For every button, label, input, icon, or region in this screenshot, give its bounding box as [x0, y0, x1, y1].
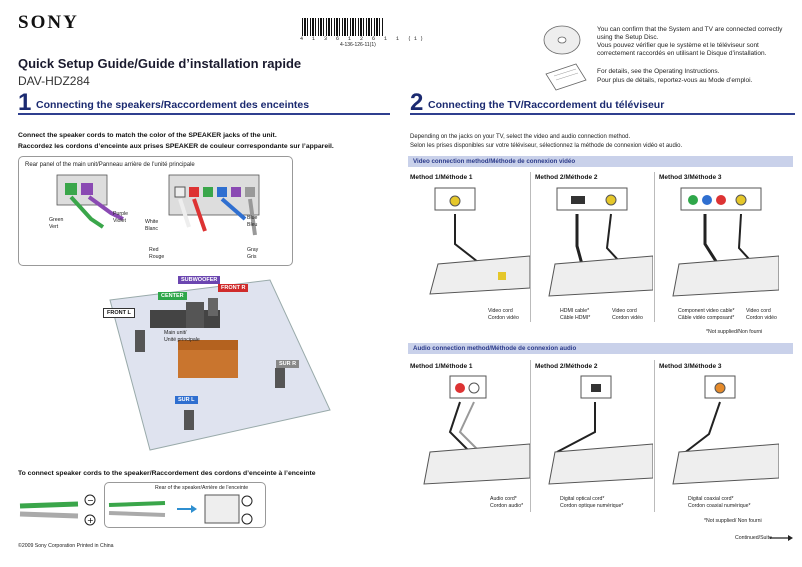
sony-logo: SONY	[18, 12, 79, 33]
sur-r-tag: SUR R	[276, 360, 300, 368]
svg-text:−: −	[87, 496, 94, 505]
audio-not-supplied: *Not supplied/ Non fourni	[704, 518, 762, 524]
video-method3-cable-video: Video cord Cordon vidéo	[746, 308, 777, 321]
label-white: White Blanc	[145, 219, 159, 232]
disc-note-fr: Vous pouvez vérifier que le système et l…	[597, 42, 767, 57]
divider	[530, 360, 531, 512]
model-number: DAV-HDZ284	[18, 74, 90, 88]
rear-panel-label: Rear panel of the main unit/Panneau arri…	[25, 162, 195, 168]
video-method2-cable-video: Video cord Cordon vidéo	[612, 308, 643, 321]
speaker-cord-illustration: − +	[19, 494, 96, 526]
continued-label: Continued/Suite	[735, 535, 772, 541]
rear-panel-illustration	[56, 174, 260, 236]
main-unit-label: Main unit/ Unité principale	[164, 330, 200, 343]
section2-title: Connecting the TV/Raccordement du télévi…	[428, 99, 665, 111]
video-method2-title: Method 2/Méthode 2	[535, 174, 598, 181]
label-purple: Purple Violet	[113, 211, 128, 224]
section2-intro-en: Depending on the jacks on your TV, selec…	[410, 134, 631, 140]
section2-intro-fr: Selon les prises disponibles sur votre t…	[410, 143, 683, 149]
copyright: ©2009 Sony Corporation Printed in China	[18, 543, 114, 549]
arrow-right-icon	[770, 535, 793, 541]
label-blue: Blue Bleu	[247, 215, 258, 228]
section2-header: 2 Connecting the TV/Raccordement du télé…	[410, 89, 795, 116]
video-method1-title: Method 1/Méthode 1	[410, 174, 473, 181]
video-method3-diagram	[672, 187, 779, 297]
center-tag: CENTER	[158, 292, 187, 300]
audio-method1-cable: Audio cord* Cordon audio*	[490, 496, 524, 509]
video-not-supplied: *Not supplied/Non fourni	[706, 329, 763, 335]
disc-note-en: You can confirm that the System and TV a…	[597, 26, 783, 41]
disc-note-details-fr: Pour plus de détails, reportez-vous au M…	[597, 77, 753, 84]
section1-title: Connecting the speakers/Raccordement des…	[36, 99, 310, 111]
audio-method1-diagram	[423, 375, 530, 485]
audio-method3-cable: Digital coaxial cord* Cordon coaxial num…	[688, 496, 751, 509]
section2-number: 2	[410, 89, 424, 116]
audio-method3-title: Method 3/Méthode 3	[659, 363, 722, 370]
video-method2-diagram	[548, 187, 653, 297]
audio-method-bar: Audio connection method/Méthode de conne…	[408, 343, 793, 354]
audio-method1-title: Method 1/Méthode 1	[410, 363, 473, 370]
setup-disc-icon	[543, 25, 587, 91]
connect-cords-title: To connect speaker cords to the speaker/…	[18, 470, 316, 477]
divider	[654, 172, 655, 322]
divider	[530, 172, 531, 322]
section1-number: 1	[18, 89, 32, 116]
room-layout-illustration	[109, 279, 331, 451]
part-number: 4-136-126-11(1)	[340, 42, 376, 48]
front-r-tag: FRONT R	[218, 284, 249, 292]
video-method3-title: Method 3/Méthode 3	[659, 174, 722, 181]
disc-note-details-en: For details, see the Operating Instructi…	[597, 68, 720, 75]
audio-method2-diagram	[548, 375, 653, 485]
guide-title: Quick Setup Guide/Guide d’installation r…	[18, 56, 302, 71]
video-method3-cable-component: Component video cable* Câble vidéo compo…	[678, 308, 735, 321]
sur-l-tag: SUR L	[175, 396, 198, 404]
section1-instruction-fr: Raccordez les cordons d’enceinte aux pri…	[18, 143, 334, 150]
rear-speaker-label: Rear of the speaker/Arrière de l’enceint…	[155, 485, 249, 491]
video-method-bar: Video connection method/Méthode de conne…	[408, 156, 793, 167]
section1-instruction-en: Connect the speaker cords to match the c…	[18, 132, 277, 139]
section1-header: 1 Connecting the speakers/Raccordement d…	[18, 89, 390, 116]
front-l-tag: FRONT L	[103, 308, 135, 318]
label-red: Red Rouge	[149, 247, 165, 260]
rear-speaker-box: Rear of the speaker/Arrière de l’enceint…	[104, 482, 266, 528]
label-green: Green Vert	[49, 217, 64, 230]
video-method1-cable: Video cord Cordon vidéo	[488, 308, 519, 321]
audio-method2-title: Method 2/Méthode 2	[535, 363, 598, 370]
audio-method3-diagram	[672, 375, 779, 485]
speaker-terminal-illustration	[108, 494, 253, 525]
rear-panel-box: Rear panel of the main unit/Panneau arri…	[18, 156, 293, 266]
barcode	[302, 18, 384, 36]
label-gray: Gray Gris	[247, 247, 259, 260]
subwoofer-tag: SUBWOOFER	[178, 276, 221, 284]
video-method2-cable-hdmi: HDMI cable* Câble HDMI*	[560, 308, 591, 321]
video-method1-diagram	[429, 187, 530, 295]
audio-method2-cable: Digital optical cord* Cordon optique num…	[560, 496, 624, 509]
barcode-digits: 4 1 3 6 1 2 6 1 1 (1)	[300, 36, 427, 42]
divider	[654, 360, 655, 512]
svg-text:+: +	[87, 516, 94, 525]
